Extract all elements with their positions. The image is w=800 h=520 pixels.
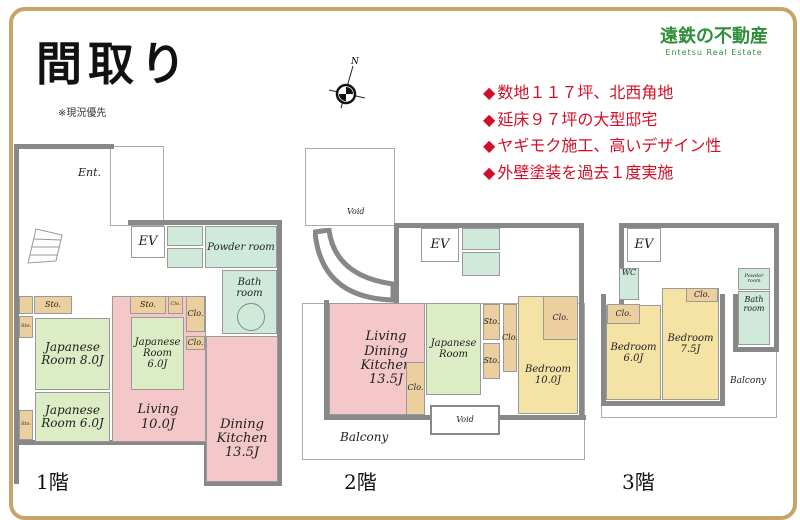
closet: Clo. [686, 288, 718, 302]
dining-kitchen: Dining Kitchen 13.5J [206, 336, 278, 482]
stairs-icon [27, 228, 63, 264]
closet: Clo. [168, 296, 183, 314]
floor-3-label: 3階 [622, 470, 655, 494]
compass-icon: N [325, 56, 369, 120]
bathtub-icon [237, 303, 265, 331]
storage: Sto. [483, 304, 500, 340]
japanese-room-8j: Japanese Room 8.0J [35, 318, 110, 390]
diamond-bullet-icon: ◆ [483, 136, 496, 155]
feature-item: ◆延床９７坪の大型邸宅 [483, 109, 658, 129]
japanese-room-6j-south: Japanese Room 6.0J [35, 392, 110, 442]
current-condition-note: ※現況優先 [58, 108, 107, 119]
storage [19, 296, 33, 314]
void-label: Void [347, 207, 365, 216]
bedroom-7-5j: Bedroom 7.5J [662, 288, 719, 400]
floor-1-label: 1階 [36, 470, 69, 494]
closet: Clo. [406, 362, 425, 415]
living-label: Living 10.0J [137, 402, 179, 432]
wall [128, 220, 282, 486]
void-label: Void [456, 414, 474, 424]
page-title: 間取り [36, 37, 192, 91]
feature-list: ◆数地１１７坪、北西角地 ◆延床９７坪の大型邸宅 ◆ヤギモク施工、高いデザイン性… [483, 80, 721, 186]
washroom [462, 252, 500, 276]
logo-en: Entetsu Real Estate [665, 48, 763, 57]
wall [619, 223, 779, 305]
floor-2-label: 2階 [344, 470, 377, 494]
japanese-room: Japanese Room [426, 303, 481, 395]
spiral-stairs-icon [313, 228, 396, 303]
feature-item: ◆数地１１７坪、北西角地 [483, 83, 674, 102]
storage: Sto. [34, 296, 72, 314]
wall [14, 144, 114, 484]
feature-item: ◆外壁塗装を過去１度実施 [483, 162, 674, 182]
powder-room: Powder room [738, 268, 770, 290]
closet: Clo. [607, 304, 640, 324]
wall [14, 440, 210, 448]
powder-room: Powder room [205, 226, 277, 268]
storage: Sto. [483, 343, 500, 379]
void-area [305, 148, 395, 226]
page-frame [9, 7, 797, 520]
ev-room: EV [421, 228, 459, 262]
closet: Clo. [502, 304, 518, 372]
entrance-label: Ent. [78, 166, 102, 179]
closet: Clo. [186, 296, 205, 332]
company-logo: 遠鉄の不動産 Entetsu Real Estate [660, 22, 768, 57]
ev-room: EV [131, 226, 165, 258]
ev-room: EV [627, 228, 661, 262]
wall [601, 294, 725, 406]
closet: Clo. [186, 336, 205, 350]
porch [110, 146, 164, 226]
storage: Sto. [19, 410, 33, 440]
bath-room: Bath room [738, 291, 770, 345]
closet: Clo. [543, 296, 578, 340]
japanese-room-6j-center: Japanese Room 6.0J [131, 317, 184, 390]
storage: Sto. [130, 296, 166, 314]
logo-jp: 遠鉄の不動産 [660, 26, 768, 47]
compass-north-label: N [350, 57, 360, 67]
feature-item: ◆ヤギモク施工、高いデザイン性 [483, 136, 722, 155]
wc: WC [619, 268, 639, 300]
diamond-bullet-icon: ◆ [483, 109, 496, 129]
balcony-label: Balcony [730, 376, 767, 386]
wall [733, 294, 779, 352]
toilet-room [167, 226, 203, 246]
balcony-label: Balcony [340, 430, 389, 444]
toilet-room [462, 228, 500, 250]
washroom [167, 248, 203, 268]
diamond-bullet-icon: ◆ [483, 83, 496, 102]
void-bottom: Void [430, 405, 500, 435]
diamond-bullet-icon: ◆ [483, 162, 496, 182]
storage: Sto. [19, 316, 33, 338]
